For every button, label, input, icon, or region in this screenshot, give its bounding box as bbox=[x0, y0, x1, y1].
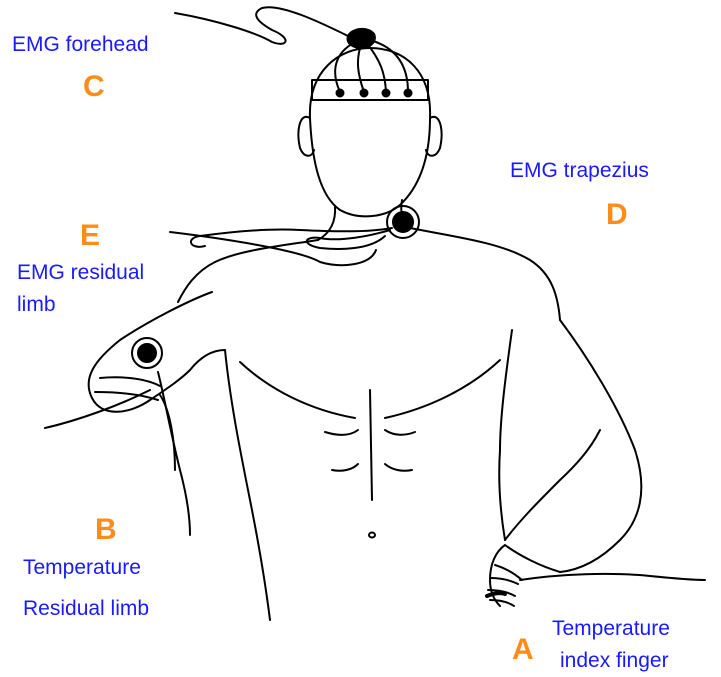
chest-left bbox=[240, 362, 355, 418]
residual-limb-inner bbox=[95, 377, 160, 400]
emg-residual-limb-label-line1: EMG residual bbox=[17, 262, 144, 283]
torso-right bbox=[499, 330, 512, 540]
forehead-electrode-4 bbox=[405, 90, 412, 97]
right-arm-outer bbox=[560, 320, 641, 572]
temperature-index-finger-label-line1: Temperature bbox=[552, 618, 670, 639]
shoulder-right bbox=[410, 228, 560, 320]
temperature-residual-limb-label-line1: Temperature bbox=[23, 557, 141, 578]
letter-e: E bbox=[80, 221, 100, 251]
forehead-electrode-2 bbox=[361, 90, 368, 97]
emg-forehead-label: EMG forehead bbox=[12, 34, 149, 55]
ab-left-1 bbox=[325, 430, 358, 435]
shoulder-left bbox=[178, 240, 318, 302]
finger-temp-cable bbox=[520, 574, 705, 580]
residual-limb-electrode bbox=[138, 344, 156, 362]
residual-limb-temp-cable bbox=[160, 395, 175, 470]
letter-a: A bbox=[512, 635, 534, 665]
chest-right bbox=[385, 360, 500, 418]
emg-trapezius-label: EMG trapezius bbox=[510, 160, 649, 181]
ab-left-2 bbox=[332, 464, 358, 471]
forehead-cable bbox=[175, 7, 352, 44]
head-outline bbox=[310, 48, 430, 216]
letter-b: B bbox=[95, 515, 117, 545]
temperature-residual-limb-label-line2: Residual limb bbox=[23, 598, 149, 619]
forehead-electrode-1 bbox=[337, 90, 344, 97]
forehead-electrode-3 bbox=[383, 90, 390, 97]
emg-residual-limb-label-line2: limb bbox=[17, 294, 56, 315]
fingers bbox=[488, 565, 522, 606]
crown-electrode bbox=[347, 29, 374, 48]
finger-shading bbox=[487, 593, 505, 596]
ab-right-2 bbox=[385, 464, 412, 471]
navel bbox=[369, 533, 375, 538]
torso-left bbox=[225, 350, 270, 620]
letter-d: D bbox=[606, 200, 628, 230]
letter-c: C bbox=[83, 72, 105, 102]
neck-left bbox=[318, 206, 335, 240]
ab-right-1 bbox=[385, 430, 415, 435]
right-arm-inner bbox=[505, 430, 600, 540]
temperature-index-finger-label-line2: index finger bbox=[560, 650, 669, 671]
abdominal-line bbox=[370, 390, 372, 500]
